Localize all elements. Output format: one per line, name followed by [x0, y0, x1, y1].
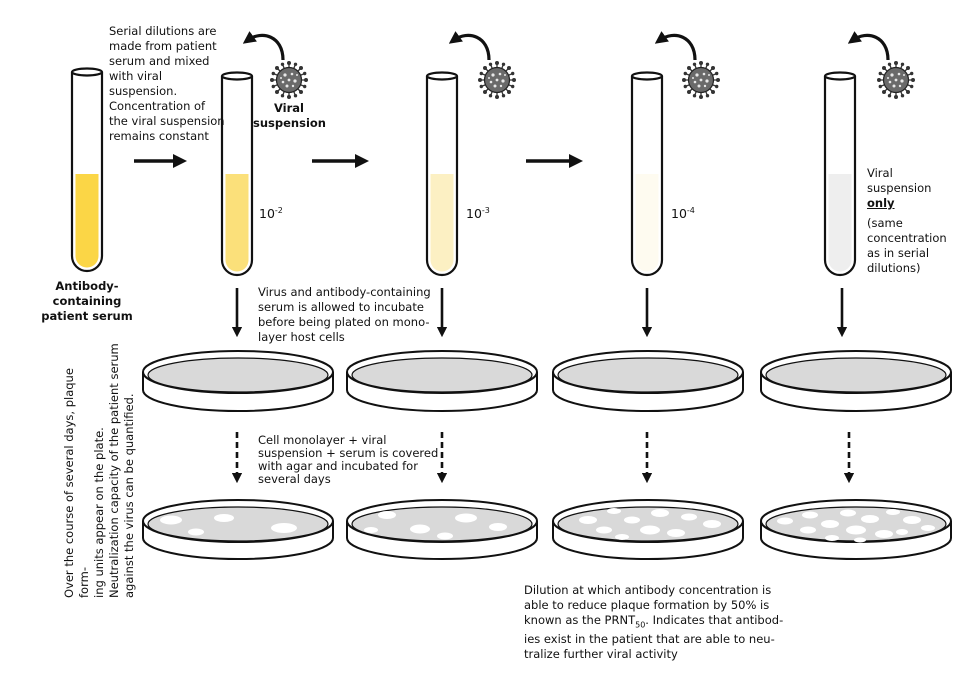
- tube-dilution-1: [220, 71, 254, 277]
- plaques: [777, 509, 935, 543]
- agar-note: Cell monolayer + viral suspension + seru…: [258, 433, 439, 486]
- control-liquid: [828, 174, 852, 272]
- plaque-quantification-note: Over the course of several days, plaque …: [62, 343, 136, 598]
- dilution-3-label: 10-4: [671, 206, 695, 222]
- dashed-down-arrow-icon: [231, 432, 855, 484]
- dilution-1-liquid: [225, 174, 249, 272]
- patient-serum-label: Antibody-containing patient serum: [41, 279, 133, 323]
- plaques: [160, 514, 297, 536]
- plaque-dish: [142, 499, 334, 560]
- tube-control: [823, 71, 857, 277]
- serial-dilutions-note: Serial dilutions are made from patient s…: [109, 24, 225, 143]
- virus-icon: [269, 60, 309, 100]
- curved-arrow-icon: [242, 31, 890, 61]
- dish-row-1: [142, 350, 952, 412]
- petri-dish: [552, 350, 744, 412]
- plaque-dish: [552, 499, 744, 560]
- viral-suspension-label: Viral suspension: [253, 101, 326, 130]
- virus-icon: [477, 60, 517, 100]
- dilution-2-label: 10-3: [466, 206, 490, 222]
- control-note: Viral suspension only (same concentratio…: [867, 166, 947, 275]
- tube-dilution-2: [425, 71, 459, 277]
- dilution-3-liquid: [635, 174, 659, 272]
- petri-dish: [142, 350, 334, 412]
- petri-dish: [346, 350, 538, 412]
- incubation-note: Virus and antibody-containing serum is a…: [258, 285, 431, 344]
- tube-patient-serum: [70, 67, 104, 273]
- plaques: [364, 511, 507, 540]
- virus-icon: [876, 60, 916, 100]
- plaque-dish: [760, 499, 952, 560]
- plaques: [579, 508, 721, 540]
- dilution-2-liquid: [430, 174, 454, 272]
- petri-dish: [760, 350, 952, 412]
- plaque-dish: [346, 499, 538, 560]
- serum-liquid: [75, 174, 99, 268]
- down-arrow-icon: [231, 288, 848, 338]
- dilution-1-label: 10-2: [259, 206, 283, 222]
- prnt-note: Dilution at which antibody concentration…: [524, 583, 784, 662]
- dish-row-2: [142, 499, 952, 560]
- virus-icon: [681, 60, 721, 100]
- tube-dilution-3: [630, 71, 664, 277]
